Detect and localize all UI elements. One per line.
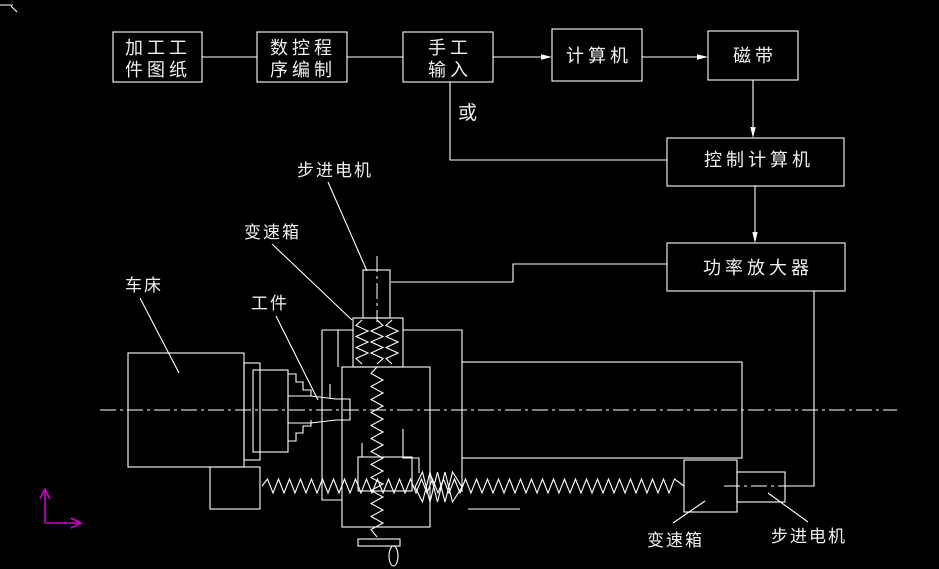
or-label[interactable]: 或 [458, 102, 477, 124]
centerlines[interactable] [100, 256, 897, 487]
nut-block[interactable] [357, 456, 413, 492]
arrowhead-into-tape [697, 54, 708, 60]
arrowhead-into-computer [541, 54, 552, 60]
ucs-axes [44, 490, 80, 524]
connector-amplifier-top-motor[interactable] [391, 263, 667, 283]
box-computer-label[interactable]: 计算机 [566, 46, 632, 66]
box-programming-label-2[interactable]: 序编制 [270, 60, 336, 80]
label-stepper-top[interactable]: 步进电机 [297, 161, 373, 180]
flowchart-text[interactable]: 加工工 件图纸 数控程 序编制 手工 输入 计算机 磁带 控制计算机 功率放大器… [125, 38, 814, 278]
halfnut-thread-a[interactable] [414, 470, 463, 503]
machine-labels[interactable]: 步进电机 变速箱 车床 工件 变速箱 步进电机 [125, 161, 847, 550]
box-drawing-label-1[interactable]: 加工工 [125, 38, 191, 58]
crosshair-cursor-mark [0, 4, 18, 13]
box-power-amplifier-label[interactable]: 功率放大器 [703, 258, 813, 278]
stepper-motor-right[interactable] [736, 471, 786, 503]
gear-spring-2[interactable] [369, 319, 385, 365]
leader-gearbox-right[interactable] [672, 500, 706, 524]
ucs-axis-icon[interactable] [39, 487, 83, 529]
label-lathe[interactable]: 车床 [125, 276, 163, 295]
label-gearbox-top[interactable]: 变速箱 [244, 223, 301, 242]
ucs-x-arrowhead [70, 517, 83, 529]
chuck-jaws[interactable] [288, 373, 312, 442]
box-control-computer-label[interactable]: 控制计算机 [704, 150, 814, 170]
gearbox-top[interactable] [352, 317, 404, 368]
leader-lathe[interactable] [139, 297, 180, 374]
halfnut-thread-b[interactable] [414, 471, 463, 504]
bed-tailstock[interactable] [461, 361, 743, 459]
box-manual-input-label-1[interactable]: 手工 [428, 38, 472, 58]
stepper-motor-top[interactable] [362, 269, 391, 319]
vertical-screw[interactable] [369, 366, 385, 538]
gear-spring-1[interactable] [354, 319, 370, 365]
ucs-y-arrowhead [39, 487, 51, 500]
label-stepper-right[interactable]: 步进电机 [771, 527, 847, 546]
headstock-foot[interactable] [209, 466, 261, 510]
box-programming-label-1[interactable]: 数控程 [270, 38, 336, 58]
lathe-drawing[interactable] [127, 269, 786, 567]
leader-stepper-right[interactable] [767, 492, 809, 523]
cursor-lines [0, 4, 18, 13]
leader-workpiece[interactable] [275, 315, 319, 401]
label-gearbox-right[interactable]: 变速箱 [647, 531, 704, 550]
saddle-structure[interactable] [321, 329, 520, 510]
flowchart-connectors[interactable] [202, 54, 815, 487]
drop-handle[interactable] [388, 545, 399, 567]
spindle-flange[interactable] [243, 362, 261, 461]
box-manual-input-label-2[interactable]: 输入 [428, 60, 472, 80]
box-power-amplifier[interactable] [666, 242, 846, 292]
bottom-bar[interactable] [357, 538, 401, 547]
box-computer[interactable] [551, 28, 643, 82]
leader-stepper-top[interactable] [327, 181, 368, 272]
leadscrew[interactable] [261, 477, 685, 495]
arrowhead-into-control [750, 127, 756, 138]
gear-spring-3[interactable] [384, 319, 400, 365]
box-tape-label[interactable]: 磁带 [733, 46, 777, 66]
leader-gearbox-top[interactable] [271, 243, 353, 321]
arrowhead-into-amplifier [752, 232, 758, 243]
label-workpiece[interactable]: 工件 [251, 294, 289, 313]
workpiece[interactable] [287, 395, 351, 424]
box-drawing-label-2[interactable]: 件图纸 [125, 60, 191, 80]
connector-amplifier-right-motor[interactable] [785, 291, 815, 487]
apron[interactable] [341, 366, 431, 528]
connector-manual-or-control[interactable] [449, 82, 667, 161]
chuck[interactable] [252, 369, 289, 453]
